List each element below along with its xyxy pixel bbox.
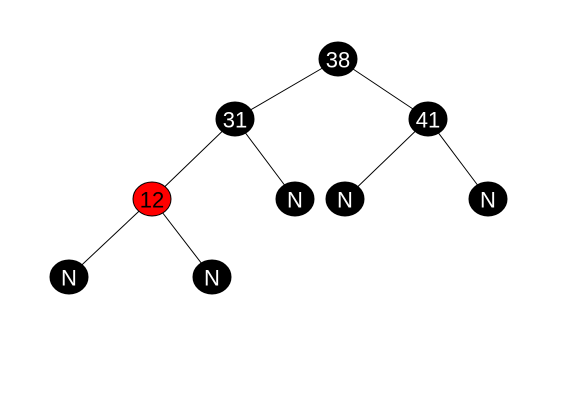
edge-n31-n12 — [151, 118, 236, 200]
tree-node-n38: 38 — [318, 41, 358, 77]
node-circle-n31 — [215, 101, 255, 137]
node-label-n41: 41 — [416, 108, 440, 133]
node-label-n31: 31 — [223, 108, 247, 133]
node-label-n41L: N — [337, 188, 353, 213]
tree-node-n41: 41 — [408, 101, 448, 137]
node-label-n12R: N — [204, 266, 220, 291]
edge-n12-n12L — [68, 198, 153, 278]
node-circle-n41 — [408, 101, 448, 137]
edges-layer — [68, 58, 489, 278]
node-circle-n41R — [468, 181, 508, 217]
tree-node-n12L: N — [49, 259, 89, 295]
node-label-n31R: N — [287, 188, 303, 213]
node-label-n38: 38 — [326, 48, 350, 73]
edge-n38-n31 — [234, 58, 339, 120]
node-circle-n38 — [318, 41, 358, 77]
node-label-n12: 12 — [140, 188, 164, 213]
node-circle-n31R — [275, 181, 315, 217]
tree-node-n41R: N — [468, 181, 508, 217]
node-circle-n12L — [49, 259, 89, 295]
tree-node-n12R: N — [192, 259, 232, 295]
node-circle-n41L — [325, 181, 365, 217]
node-label-n41R: N — [480, 188, 496, 213]
tree-node-n31R: N — [275, 181, 315, 217]
node-circle-n12 — [132, 181, 172, 217]
edge-n41-n41L — [344, 118, 429, 200]
node-label-n12L: N — [61, 266, 77, 291]
tree-node-n12: 12 — [132, 181, 172, 217]
node-circle-n12R — [192, 259, 232, 295]
tree-node-n31: 31 — [215, 101, 255, 137]
tree-node-n41L: N — [325, 181, 365, 217]
